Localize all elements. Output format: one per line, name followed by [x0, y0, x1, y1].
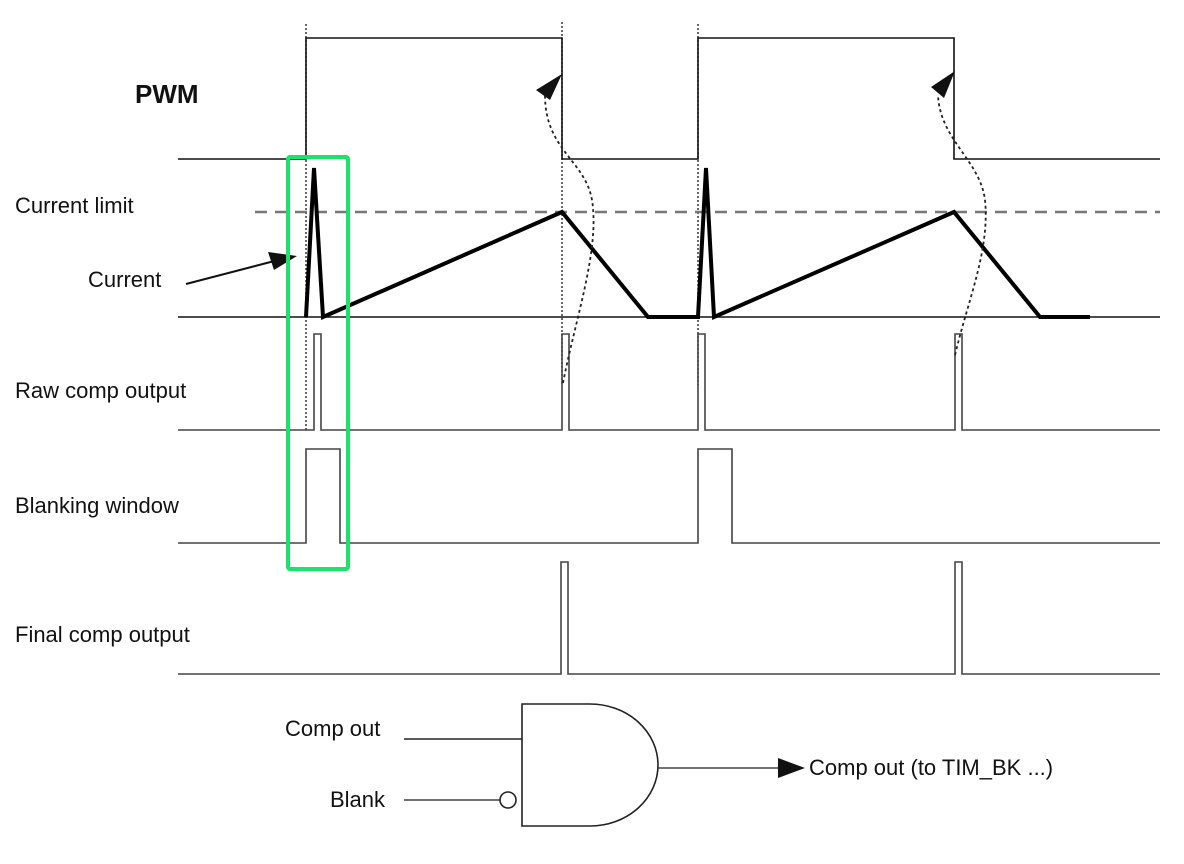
gate-output-label: Comp out (to TIM_BK ...) — [809, 755, 1053, 780]
gate-output-arrowhead — [778, 758, 805, 778]
final-comp-output-waveform — [178, 561, 1160, 675]
feedback-curve-2 — [937, 94, 987, 356]
final-comp-output-label: Final comp output — [15, 622, 190, 647]
blanking-highlight-box — [286, 155, 350, 571]
current-waveform — [304, 167, 1090, 320]
current-pointer-arrowhead — [268, 252, 297, 270]
blanking-window-label: Blanking window — [15, 493, 179, 518]
current-label: Current — [88, 267, 161, 292]
feedback-curve-1 — [544, 94, 595, 384]
blanking-window-waveform — [178, 448, 1160, 544]
feedback-arrowhead-2 — [931, 71, 955, 98]
inverter-bubble-icon — [499, 791, 517, 809]
gate-input-comp-out-label: Comp out — [285, 716, 380, 741]
current-pointer-arrow — [185, 258, 283, 285]
raw-comp-output-label: Raw comp output — [15, 378, 186, 403]
gate-input-blank-label: Blank — [330, 787, 386, 812]
pwm-label: PWM — [135, 79, 199, 109]
and-gate-icon — [521, 703, 659, 827]
feedback-arrowhead-1 — [536, 74, 562, 100]
pwm-waveform — [178, 37, 1160, 160]
current-limit-label: Current limit — [15, 193, 134, 218]
raw-comp-output-waveform — [178, 333, 1160, 431]
